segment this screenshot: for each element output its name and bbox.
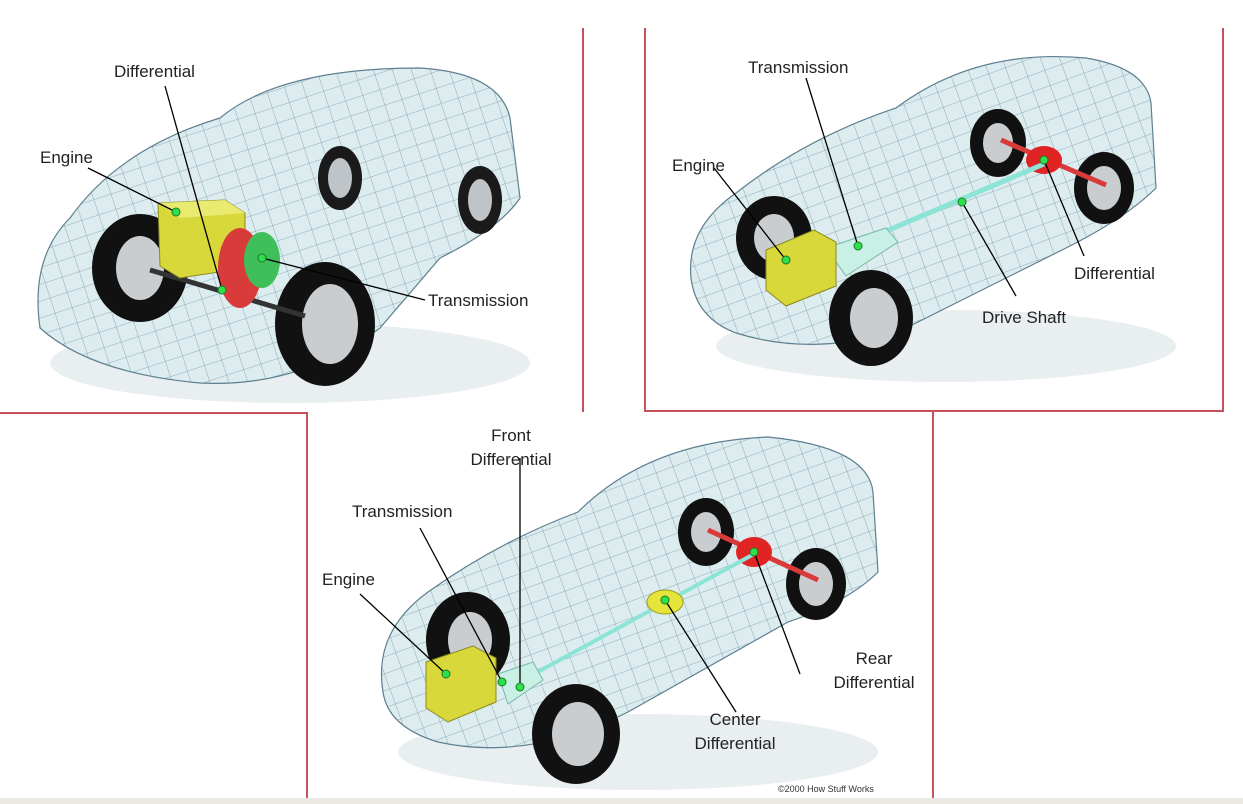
panel-rear-wheel-drive: Transmission Engine Differential Drive S… bbox=[644, 28, 1224, 412]
label-transmission: Transmission bbox=[428, 291, 529, 310]
car-diagram-rwd bbox=[689, 55, 1176, 382]
drive-shaft bbox=[522, 552, 755, 682]
label-engine: Engine bbox=[40, 148, 93, 167]
engine-block bbox=[765, 229, 837, 307]
engine-block bbox=[425, 645, 497, 723]
label-engine: Engine bbox=[322, 570, 375, 589]
transmission-housing bbox=[825, 227, 899, 277]
label-differential: Differential bbox=[114, 62, 195, 81]
bottom-strip bbox=[0, 798, 1243, 804]
label-center-differential-line1: Center bbox=[709, 710, 761, 729]
label-front-differential-line2: Differential bbox=[470, 450, 552, 469]
label-transmission: Transmission bbox=[352, 502, 453, 521]
label-front-differential-line1: Front bbox=[491, 426, 531, 445]
label-differential: Differential bbox=[1074, 264, 1155, 283]
car-diagram-4wd bbox=[359, 436, 879, 790]
label-rear-differential-line2: Differential bbox=[833, 673, 915, 692]
label-rear-differential-line1: Rear bbox=[855, 649, 893, 668]
label-transmission: Transmission bbox=[748, 58, 849, 77]
panel-front-wheel-drive: Differential Engine Transmission bbox=[0, 28, 584, 414]
car-diagram-fwd bbox=[37, 67, 530, 403]
label-center-differential-line2: Differential bbox=[694, 734, 776, 753]
label-engine: Engine bbox=[672, 156, 725, 175]
label-drive-shaft: Drive Shaft bbox=[982, 308, 1067, 327]
panel-four-wheel-drive: Front Differential Transmission Engine R… bbox=[306, 412, 934, 798]
copyright-text: ©2000 How Stuff Works bbox=[778, 784, 874, 794]
